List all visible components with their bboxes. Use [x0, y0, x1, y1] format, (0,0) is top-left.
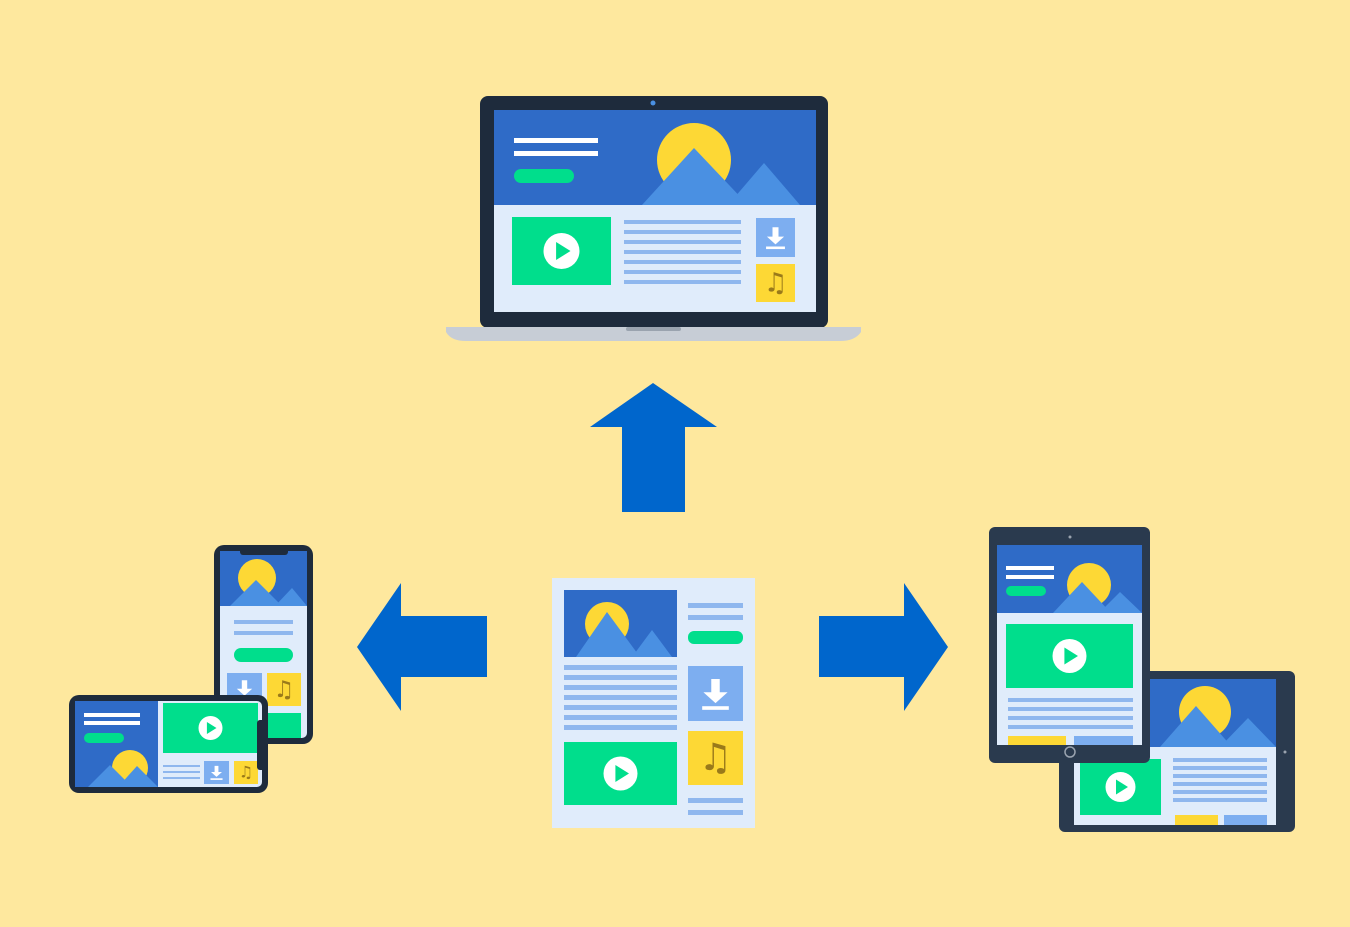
music-tile — [234, 761, 258, 784]
mountain — [1099, 592, 1142, 613]
text-line — [624, 250, 741, 254]
sun — [238, 559, 276, 597]
button-pill — [84, 733, 124, 743]
phone-landscape: ♫ — [69, 695, 268, 793]
phone-notch — [257, 720, 268, 770]
mountain — [642, 148, 748, 205]
download-icon — [703, 678, 728, 704]
arrow-right-icon — [819, 583, 948, 711]
mountain — [230, 580, 282, 606]
download-icon — [211, 765, 222, 777]
phone-portrait: ♫ — [214, 545, 313, 744]
mountain — [1220, 718, 1276, 747]
text-line — [1173, 790, 1267, 794]
text-line — [163, 771, 200, 773]
music-note-icon: ♫ — [239, 763, 253, 782]
text-line — [1008, 707, 1133, 711]
play-icon-triangle — [206, 722, 217, 734]
text-line — [1006, 575, 1054, 579]
play-icon-triangle — [556, 242, 571, 260]
music-tile — [267, 673, 301, 706]
text-line — [564, 695, 677, 700]
music-note-icon: ♫ — [699, 735, 733, 779]
download-icon-base — [210, 778, 223, 780]
text-line — [1173, 758, 1267, 762]
mountain — [1160, 706, 1232, 747]
download-icon — [766, 227, 785, 245]
mountain — [576, 612, 640, 657]
webcam — [650, 100, 656, 106]
phone-notch — [240, 547, 288, 555]
blue-tile — [1074, 736, 1133, 745]
laptop: ♫ — [446, 96, 861, 341]
yellow-tile — [1008, 736, 1066, 745]
music-tile — [688, 731, 743, 785]
mountain — [728, 163, 800, 205]
text-line — [624, 260, 741, 264]
arrow-left-icon — [357, 583, 487, 711]
music-tile — [756, 264, 795, 302]
laptop-base — [446, 327, 861, 341]
text-line — [1008, 725, 1133, 729]
button-pill — [514, 169, 574, 183]
text-line — [624, 230, 741, 234]
download-icon-base — [766, 246, 785, 250]
play-icon-triangle — [1116, 779, 1128, 795]
text-line — [163, 777, 200, 779]
text-line — [564, 675, 677, 680]
text-line — [234, 631, 293, 635]
text-line — [1173, 766, 1267, 770]
mountain — [118, 766, 158, 787]
button-pill — [1006, 586, 1046, 596]
text-line — [1173, 798, 1267, 802]
text-line — [84, 713, 140, 717]
text-line — [688, 798, 743, 803]
yellow-tile — [1175, 815, 1218, 825]
mountain — [275, 588, 307, 606]
text-line — [564, 665, 677, 670]
home-button — [1064, 746, 1076, 758]
center-layout: ♫ — [552, 578, 755, 828]
text-line — [624, 220, 741, 224]
text-line — [688, 615, 743, 620]
text-line — [1006, 566, 1054, 570]
text-line — [163, 765, 200, 767]
mountain — [1053, 582, 1111, 613]
text-line — [514, 151, 598, 156]
button-pill — [234, 648, 293, 662]
download-icon — [236, 680, 253, 696]
text-line — [1008, 698, 1133, 702]
text-line — [564, 715, 677, 720]
button-pill — [688, 631, 743, 644]
text-line — [624, 240, 741, 244]
text-line — [564, 685, 677, 690]
text-line — [624, 280, 741, 284]
music-note-icon: ♫ — [274, 677, 295, 703]
text-line — [1173, 782, 1267, 786]
camera — [1068, 535, 1072, 539]
arrow-up-icon — [590, 383, 717, 512]
tablet-portrait — [989, 527, 1150, 763]
text-line — [624, 270, 741, 274]
play-icon-triangle — [615, 765, 629, 782]
text-line — [688, 810, 743, 815]
blue-tile — [1224, 815, 1267, 825]
text-line — [564, 705, 677, 710]
laptop-notch — [626, 327, 681, 331]
text-line — [1173, 774, 1267, 778]
text-line — [1008, 716, 1133, 720]
camera — [1283, 750, 1287, 754]
text-line — [514, 138, 598, 143]
play-icon-triangle — [1064, 647, 1078, 665]
text-line — [234, 620, 293, 624]
text-line — [688, 603, 743, 608]
text-line — [564, 725, 677, 730]
video-tile — [267, 713, 301, 738]
text-line — [84, 721, 140, 725]
download-icon-base — [702, 706, 729, 710]
mountain — [632, 630, 672, 657]
mountain — [88, 765, 132, 787]
music-note-icon: ♫ — [764, 267, 788, 298]
